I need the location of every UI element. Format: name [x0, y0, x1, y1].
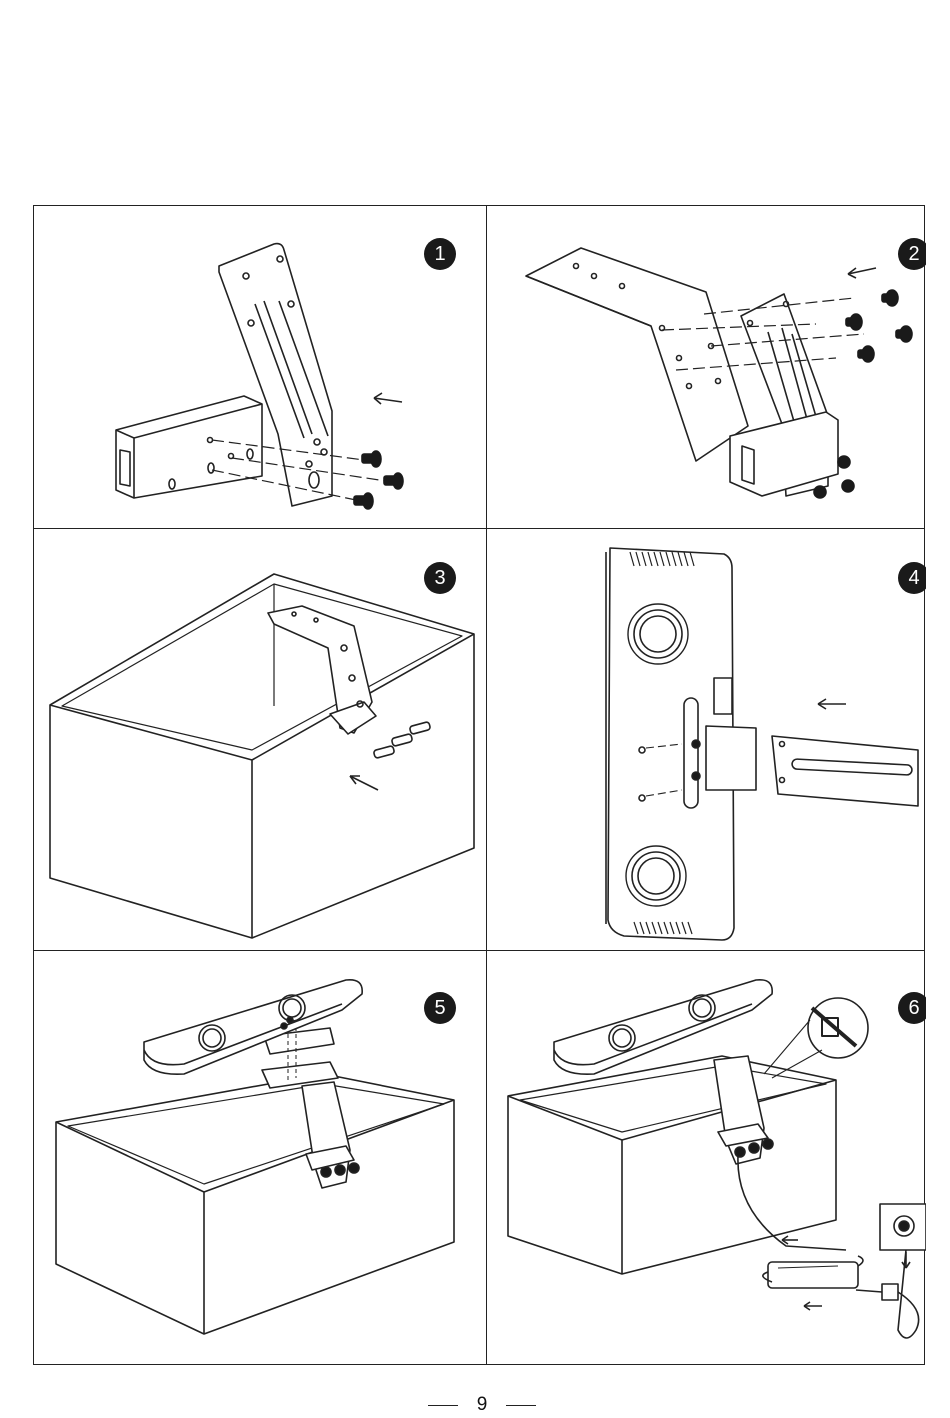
step-3-panel: 3: [34, 528, 486, 950]
step-4-panel: 4: [486, 528, 926, 950]
step-number-badge: 2: [898, 238, 926, 270]
step-1-panel: 1: [34, 206, 486, 528]
fixture-on-tank-illustration: [34, 950, 486, 1366]
footer-dash-left: [428, 1405, 458, 1406]
step-number-badge: 3: [424, 562, 456, 594]
bracket-assembly-illustration: [34, 206, 486, 528]
power-connection-illustration: [486, 950, 926, 1366]
step-6-panel: 6: [486, 950, 926, 1366]
footer-dash-right: [506, 1405, 536, 1406]
page-footer: 9: [0, 1394, 950, 1418]
tank-mount-illustration: [34, 528, 486, 950]
step-number-badge: 6: [898, 992, 926, 1024]
step-5-panel: 5: [34, 950, 486, 1366]
light-fixture-illustration: [486, 528, 926, 950]
step-number-badge: 5: [424, 992, 456, 1024]
step-2-panel: 2: [486, 206, 926, 528]
top-bracket-assembly-illustration: [486, 206, 926, 528]
step-number-badge: 1: [424, 238, 456, 270]
instruction-grid: 1: [33, 205, 925, 1365]
step-number-badge: 4: [898, 562, 926, 594]
